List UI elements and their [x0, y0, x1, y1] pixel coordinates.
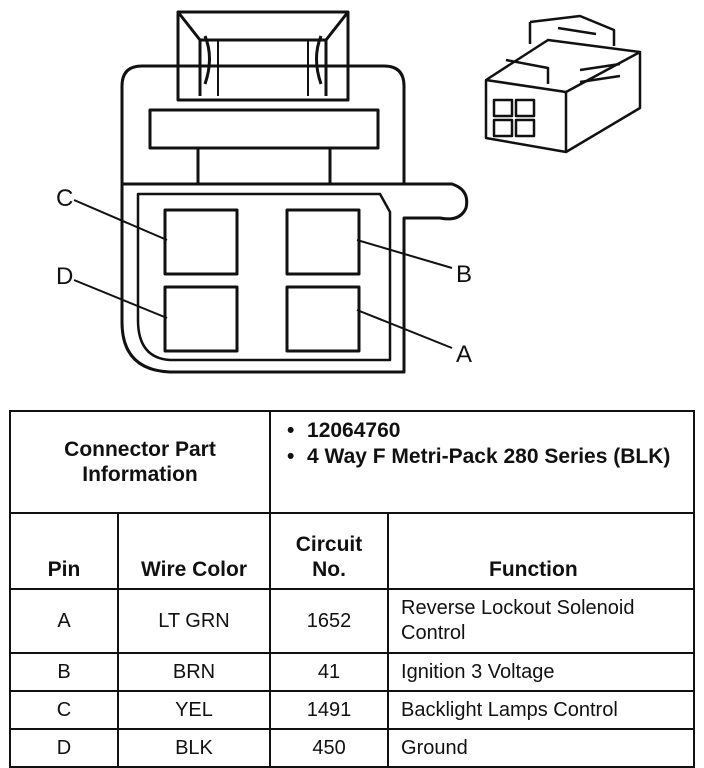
cavity-b: [285, 208, 361, 276]
cell-circuit: 450: [269, 728, 390, 768]
header-function: Function: [387, 512, 696, 590]
cavity-c: [163, 208, 239, 276]
table-row: C YEL 1491 Backlight Lamps Control: [9, 690, 696, 730]
pin-label-d: D: [56, 263, 73, 290]
leader-d: [73, 279, 168, 319]
cell-wire-color: YEL: [116, 690, 272, 730]
connector-face-drawing: C D B A: [56, 10, 642, 374]
header-circuit: Circuit No.: [269, 512, 390, 590]
header-wire-color: Wire Color: [116, 512, 272, 590]
cell-function: Ignition 3 Voltage: [387, 652, 696, 692]
connector-part-heading: Connector Part Information: [8, 410, 272, 514]
leader-a: [356, 309, 453, 349]
part-description: 4 Way F Metri-Pack 280 Series (BLK): [279, 444, 685, 470]
cell-wire-color: BRN: [116, 652, 272, 692]
cell-wire-color: BLK: [116, 728, 272, 768]
cell-pin: A: [9, 588, 119, 654]
cell-circuit: 1491: [269, 690, 390, 730]
column-header-row: Pin Wire Color Circuit No. Function: [9, 512, 696, 590]
table-row: D BLK 450 Ground: [9, 728, 696, 768]
pin-label-a: A: [456, 341, 472, 368]
connector-part-details: 12064760 4 Way F Metri-Pack 280 Series (…: [269, 410, 696, 514]
connector-body: [120, 182, 469, 374]
leader-c: [73, 199, 168, 241]
connector-part-row: Connector Part Information 12064760 4 Wa…: [8, 410, 696, 514]
connector-body-top: [120, 64, 406, 184]
pin-label-b: B: [456, 261, 472, 288]
cell-wire-color: LT GRN: [116, 588, 272, 654]
connector-info-table: Connector Part Information 12064760 4 Wa…: [8, 410, 696, 768]
cell-function: Backlight Lamps Control: [387, 690, 696, 730]
cell-function: Reverse Lockout Solenoid Control: [387, 588, 696, 654]
cell-circuit: 1652: [269, 588, 390, 654]
connector-isometric-view: [484, 14, 642, 154]
connector-latch: [176, 10, 350, 102]
table-row: A LT GRN 1652 Reverse Lockout Solenoid C…: [9, 588, 696, 654]
table-row: B BRN 41 Ignition 3 Voltage: [9, 652, 696, 692]
cell-pin: C: [9, 690, 119, 730]
cell-pin: B: [9, 652, 119, 692]
header-pin: Pin: [9, 512, 119, 590]
cell-pin: D: [9, 728, 119, 768]
cavity-a: [285, 285, 361, 353]
connector-diagram: C D B A: [56, 10, 642, 374]
cell-circuit: 41: [269, 652, 390, 692]
cavity-d: [163, 285, 239, 353]
leader-b: [356, 239, 453, 269]
part-number: 12064760: [279, 418, 685, 444]
pin-label-c: C: [56, 185, 73, 212]
cell-function: Ground: [387, 728, 696, 768]
